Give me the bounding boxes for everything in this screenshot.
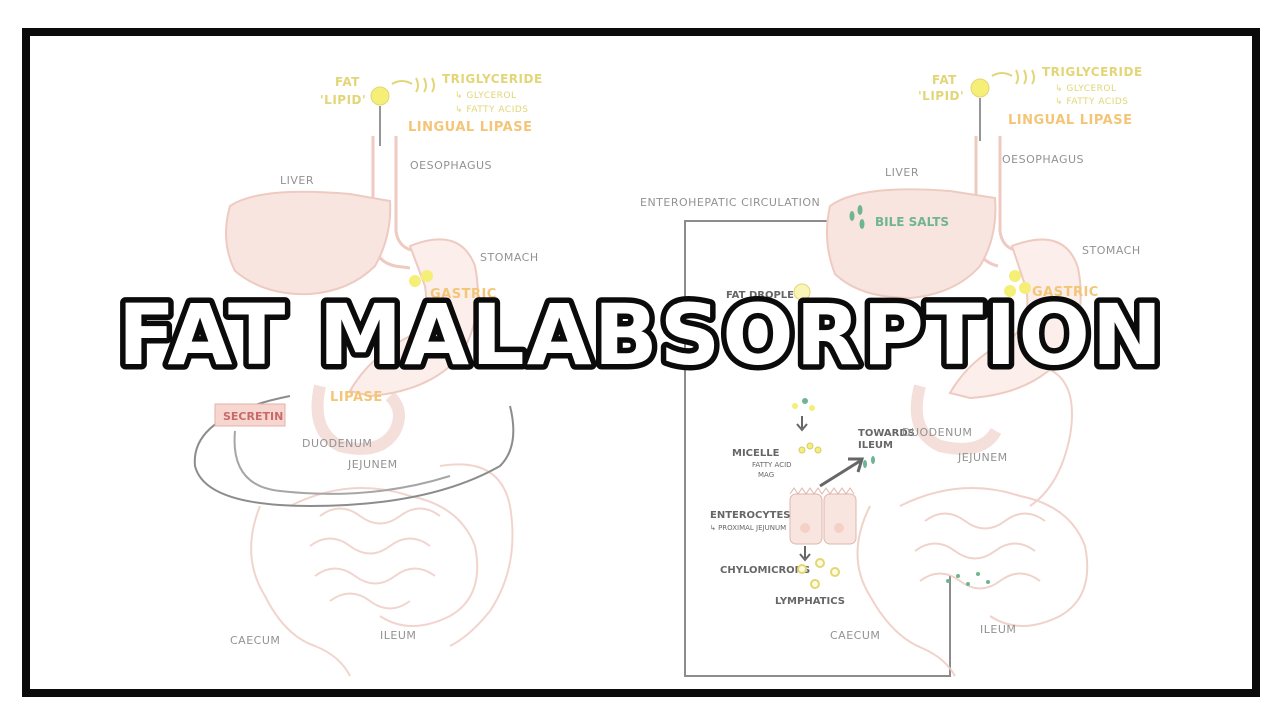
thumbnail-frame: SECRETIN FAT 'LIPID' TRIGLYCERIDE ↳ GLYC…: [22, 28, 1260, 697]
thumbnail-title: FAT MALABSORPTION: [118, 286, 1164, 384]
fat-malabsorption-diagram: SECRETIN FAT 'LIPID' TRIGLYCERIDE ↳ GLYC…: [30, 36, 1252, 689]
